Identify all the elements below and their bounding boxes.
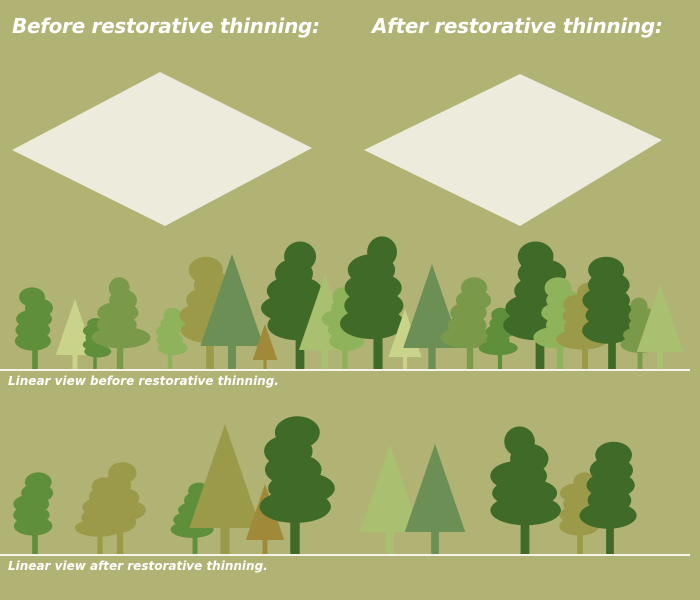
conifer-tree-icon — [252, 324, 278, 369]
conifer-tree-icon — [200, 254, 264, 369]
conifer-tree-icon — [189, 424, 261, 554]
before-plot-ground — [12, 72, 312, 226]
pine-tree-icon — [95, 462, 146, 554]
caption-linear-after: Linear view after restorative thinning. — [8, 559, 268, 573]
pine-tree-icon — [259, 416, 335, 554]
pine-tree-icon — [339, 236, 405, 369]
conifer-tree-icon — [403, 264, 461, 369]
pine-tree-icon — [582, 256, 640, 369]
pine-tree-icon — [13, 472, 54, 554]
pine-tree-icon — [14, 287, 53, 369]
linear-after-trees — [13, 416, 637, 554]
title-before: Before restorative thinning: — [12, 14, 320, 38]
after-plot-ground — [364, 74, 662, 226]
title-after: After restorative thinning: — [372, 14, 663, 38]
caption-linear-before: Linear view before restorative thinning. — [8, 374, 279, 388]
pine-tree-icon — [155, 307, 188, 369]
pine-tree-icon — [91, 277, 151, 369]
conifer-tree-icon — [359, 444, 421, 554]
conifer-tree-icon — [636, 284, 684, 369]
linear-after-ground-line — [0, 554, 690, 556]
pine-tree-icon — [440, 277, 496, 369]
conifer-tree-icon — [404, 444, 466, 554]
linear-before-ground-line — [0, 369, 690, 371]
pine-tree-icon — [579, 441, 637, 554]
pine-tree-icon — [490, 426, 561, 554]
conifer-tree-icon — [55, 299, 95, 369]
linear-before-trees — [14, 236, 684, 369]
